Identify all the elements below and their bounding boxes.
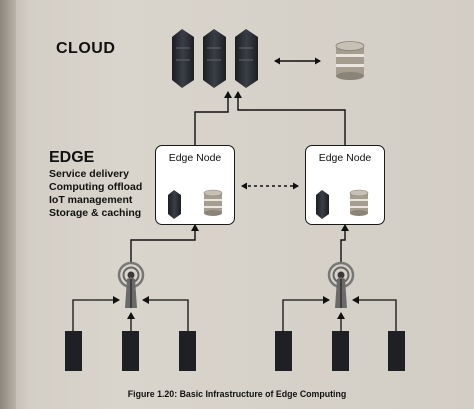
server-rack-icon [172, 29, 194, 88]
edge-node-left-title: Edge Node [168, 152, 222, 164]
cloud-server-group [172, 29, 258, 88]
edge-function-iot-management: IoT management [49, 194, 133, 206]
end-device-icon [332, 331, 349, 371]
device-to-tower-arrow [282, 296, 330, 331]
edge-function-storage-caching: Storage & caching [49, 207, 142, 219]
edge-function-service-delivery: Service delivery [49, 168, 129, 180]
server-rack-icon [203, 29, 226, 88]
right-node-to-cloud-arrow [234, 91, 346, 145]
device-to-tower-arrow [352, 296, 397, 331]
cell-tower-icon [117, 261, 145, 308]
end-device-icon [388, 331, 405, 371]
right-tower-to-node-arrow [340, 224, 349, 262]
device-to-tower-arrow [72, 296, 120, 331]
server-rack-icon [316, 190, 329, 219]
edge-node-right: Edge Node [305, 145, 385, 225]
edge-node-right-title: Edge Node [318, 152, 372, 164]
database-icon [203, 189, 223, 216]
server-rack-icon [235, 29, 258, 88]
end-device-icon [179, 331, 196, 371]
end-device-icon [65, 331, 82, 371]
database-icon [349, 189, 369, 216]
left-node-to-cloud-arrow [194, 91, 232, 145]
device-to-tower-arrow [142, 296, 189, 331]
end-device-icon [275, 331, 292, 371]
cloud-label: CLOUD [56, 40, 116, 57]
end-device-icon [122, 331, 139, 371]
figure-caption: Figure 1.20: Basic Infrastructure of Edg… [127, 389, 347, 399]
edge-label: EDGE [49, 149, 95, 166]
server-rack-icon [168, 190, 181, 219]
edge-function-computing-offload: Computing offload [49, 181, 143, 193]
left-tower-to-node-arrow [130, 224, 199, 262]
book-spine-shadow [0, 0, 16, 409]
cell-tower-icon [327, 261, 355, 308]
cloud-database-icon [335, 41, 365, 80]
